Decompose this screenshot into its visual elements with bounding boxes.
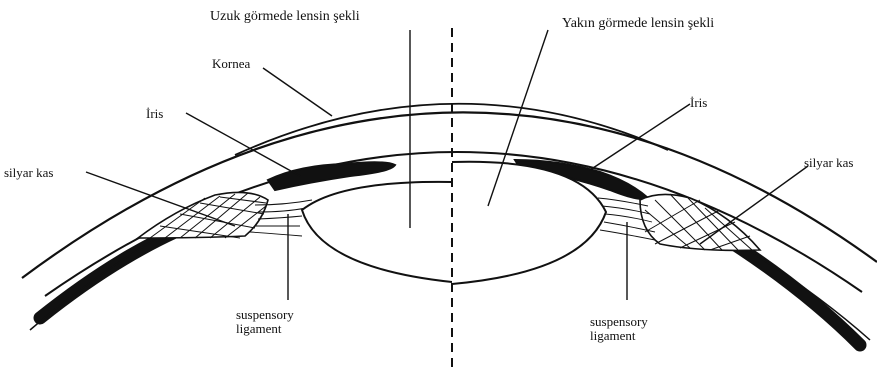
ligament-left-line1: suspensory [236, 308, 346, 322]
iris-right-label: İris [690, 96, 707, 109]
far-vision-lens-title: Uzuk görmede lensin şekli [210, 10, 360, 24]
suspensory-ligament-right-label: suspensory ligament [590, 315, 700, 343]
ciliary-muscle-left-label: silyar kas [4, 166, 53, 179]
leader-cornea [263, 68, 332, 116]
ligament-right-line1: suspensory [590, 315, 700, 329]
iris-left-label: İris [146, 107, 163, 120]
ligament-left-line2: ligament [236, 322, 346, 336]
lens-far-half [302, 182, 452, 282]
leader-iris-right [590, 104, 690, 170]
leader-iris-left [186, 113, 300, 176]
suspensory-ligament-left-label: suspensory ligament [236, 308, 346, 336]
leader-ciliary-right [700, 166, 808, 244]
ligament-right-line2: ligament [590, 329, 700, 343]
ciliary-muscle-right-label: silyar kas [804, 156, 853, 169]
near-vision-lens-title: Yakın görmede lensin şekli [562, 17, 714, 31]
cornea-label: Kornea [212, 57, 250, 70]
